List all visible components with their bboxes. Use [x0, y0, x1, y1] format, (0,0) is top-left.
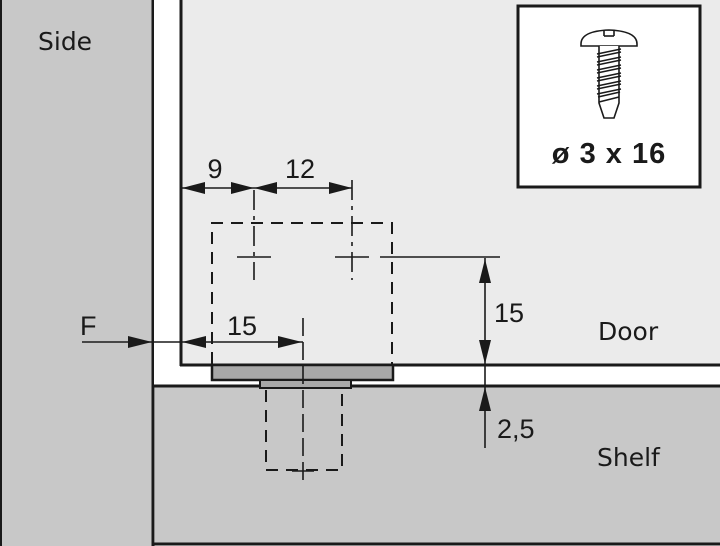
- dimension-f: F 15: [80, 311, 303, 348]
- door-label: Door: [598, 317, 659, 346]
- dim-offset-side: 9: [207, 154, 222, 184]
- dim-gap: 2,5: [497, 414, 535, 444]
- screw-spec-box: ø 3 x 16: [516, 4, 702, 189]
- dimension-top: 9 12: [182, 154, 352, 194]
- screw-spec-text: ø 3 x 16: [552, 138, 666, 170]
- hinge-outline: [211, 180, 500, 364]
- dowel-outline: [265, 318, 343, 485]
- shelf-label: Shelf: [597, 443, 661, 472]
- pan-head-screw-icon: [580, 29, 638, 119]
- shelf-panel: Shelf: [153, 384, 720, 546]
- dimension-vertical: 15 2,5: [479, 258, 535, 448]
- dim-f-to-center: 15: [227, 311, 257, 341]
- dim-hole-spacing: 12: [285, 154, 315, 184]
- dim-vertical-hole: 15: [494, 298, 524, 328]
- side-label: Side: [38, 27, 92, 56]
- f-marker-label: F: [80, 311, 97, 341]
- side-panel: Side: [0, 0, 155, 546]
